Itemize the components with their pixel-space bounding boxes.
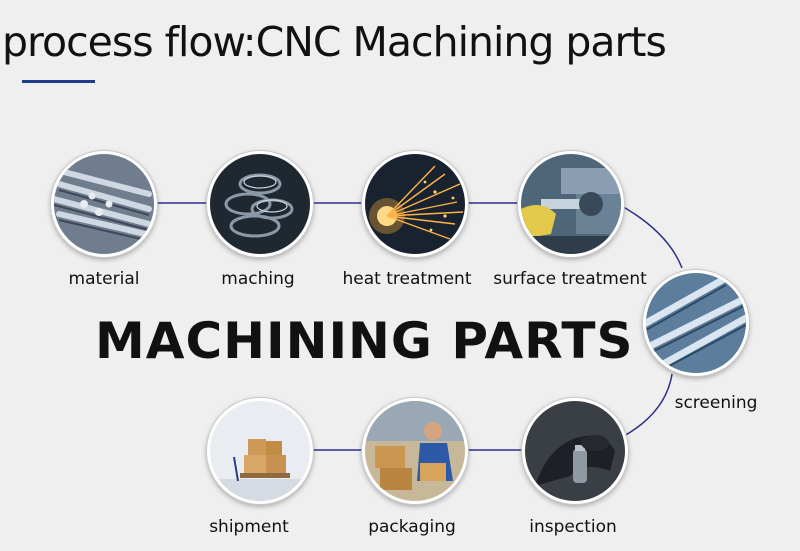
lathe-icon bbox=[521, 154, 621, 254]
step-label-material: material bbox=[68, 269, 140, 289]
step-label-maching: maching bbox=[221, 269, 295, 289]
connector-5-6 bbox=[623, 373, 673, 437]
step-node-material bbox=[51, 151, 157, 257]
gloved-hand-icon bbox=[525, 401, 625, 501]
step-label-packaging: packaging bbox=[368, 517, 456, 537]
step-node-maching bbox=[207, 151, 313, 257]
step-node-shipment bbox=[207, 398, 313, 504]
step-label-inspection: inspection bbox=[529, 517, 617, 537]
step-node-surface-treatment bbox=[518, 151, 624, 257]
connector-4-5 bbox=[619, 204, 683, 269]
machined-coils-icon bbox=[210, 154, 310, 254]
step-node-inspection bbox=[522, 398, 628, 504]
warehouse-worker-icon bbox=[365, 401, 465, 501]
page-title: process flow:CNC Machining parts bbox=[2, 18, 667, 66]
step-label-heat-treatment: heat treatment bbox=[342, 269, 472, 289]
sparks-icon bbox=[365, 154, 465, 254]
step-label-surface-treatment: surface treatment bbox=[493, 269, 647, 289]
title-underline bbox=[22, 80, 95, 83]
steel-bars-icon bbox=[54, 154, 154, 254]
step-node-heat-treatment bbox=[362, 151, 468, 257]
step-label-shipment: shipment bbox=[209, 517, 289, 537]
step-label-screening: screening bbox=[674, 393, 758, 413]
boxes-on-pallet-icon bbox=[210, 401, 310, 501]
headline-text: MACHINING PARTS bbox=[95, 312, 634, 370]
step-node-screening bbox=[643, 270, 749, 376]
metal-tubes-icon bbox=[646, 273, 746, 373]
step-node-packaging bbox=[362, 398, 468, 504]
